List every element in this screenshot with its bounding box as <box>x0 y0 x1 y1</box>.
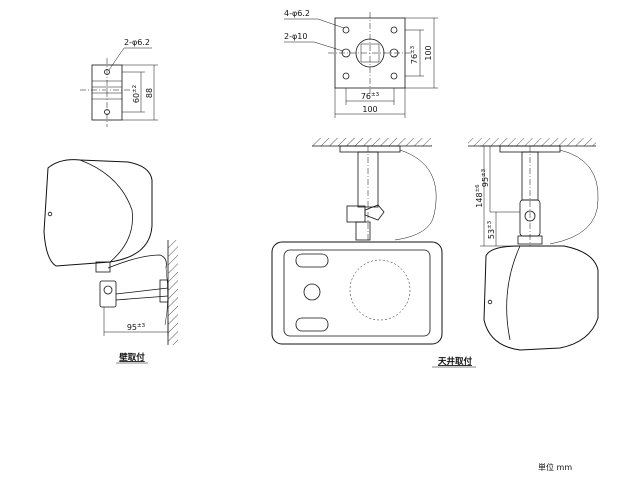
units-label: 単位 mm <box>538 462 572 472</box>
speaker-cabinet-front <box>271 241 443 345</box>
dim-88: 88 <box>145 88 154 98</box>
corner-hole-bl <box>342 72 350 80</box>
speaker-cabinet-side-ceiling <box>483 245 599 351</box>
hole2-label: 2-φ10 <box>284 32 307 41</box>
wall-dim-95: 95±3 <box>127 323 146 332</box>
driver-outline <box>349 259 411 321</box>
dim-60: 60±2 <box>132 85 141 103</box>
bracket-plate-view: 2-φ6.2 60±2 88 <box>80 38 158 127</box>
wall-mount-view: 95±3 壁取付 <box>43 159 178 364</box>
ceiling-hatch-side <box>468 138 596 146</box>
hole-label-small-plate: 2-φ6.2 <box>124 38 150 47</box>
ceiling-front-view: 天井取付 <box>271 138 476 368</box>
bracket-plate-outline <box>91 64 123 121</box>
ceiling-plate-view: 4-φ6.2 2-φ10 76±3 100 76±3 100 <box>284 9 438 118</box>
caption-ceiling-mount: 天井取付 <box>438 356 473 367</box>
bass-port <box>303 283 321 301</box>
dim-95-side: 95±3 <box>481 168 490 187</box>
corner-hole-tl <box>342 26 350 34</box>
speaker-cabinet-side <box>43 159 153 267</box>
corner-hole-tr <box>390 26 398 34</box>
corner-hole-br <box>390 72 398 80</box>
dim-bottom-100: 100 <box>362 105 377 114</box>
ceiling-side-view: 148±6 95±3 53±3 <box>468 138 599 351</box>
dim-53: 53±3 <box>487 220 496 239</box>
wing-nut <box>364 204 385 221</box>
ceiling-hatch-front <box>312 138 432 146</box>
dim-bottom-76: 76±3 <box>361 92 380 101</box>
caption-wall-mount: 壁取付 <box>119 352 145 363</box>
wall-hatch <box>168 240 178 345</box>
dim-right-100: 100 <box>424 45 433 60</box>
hole4-label: 4-φ6.2 <box>284 9 310 18</box>
dim-right-76: 76±3 <box>410 45 419 64</box>
dim-148: 148±6 <box>475 184 484 208</box>
